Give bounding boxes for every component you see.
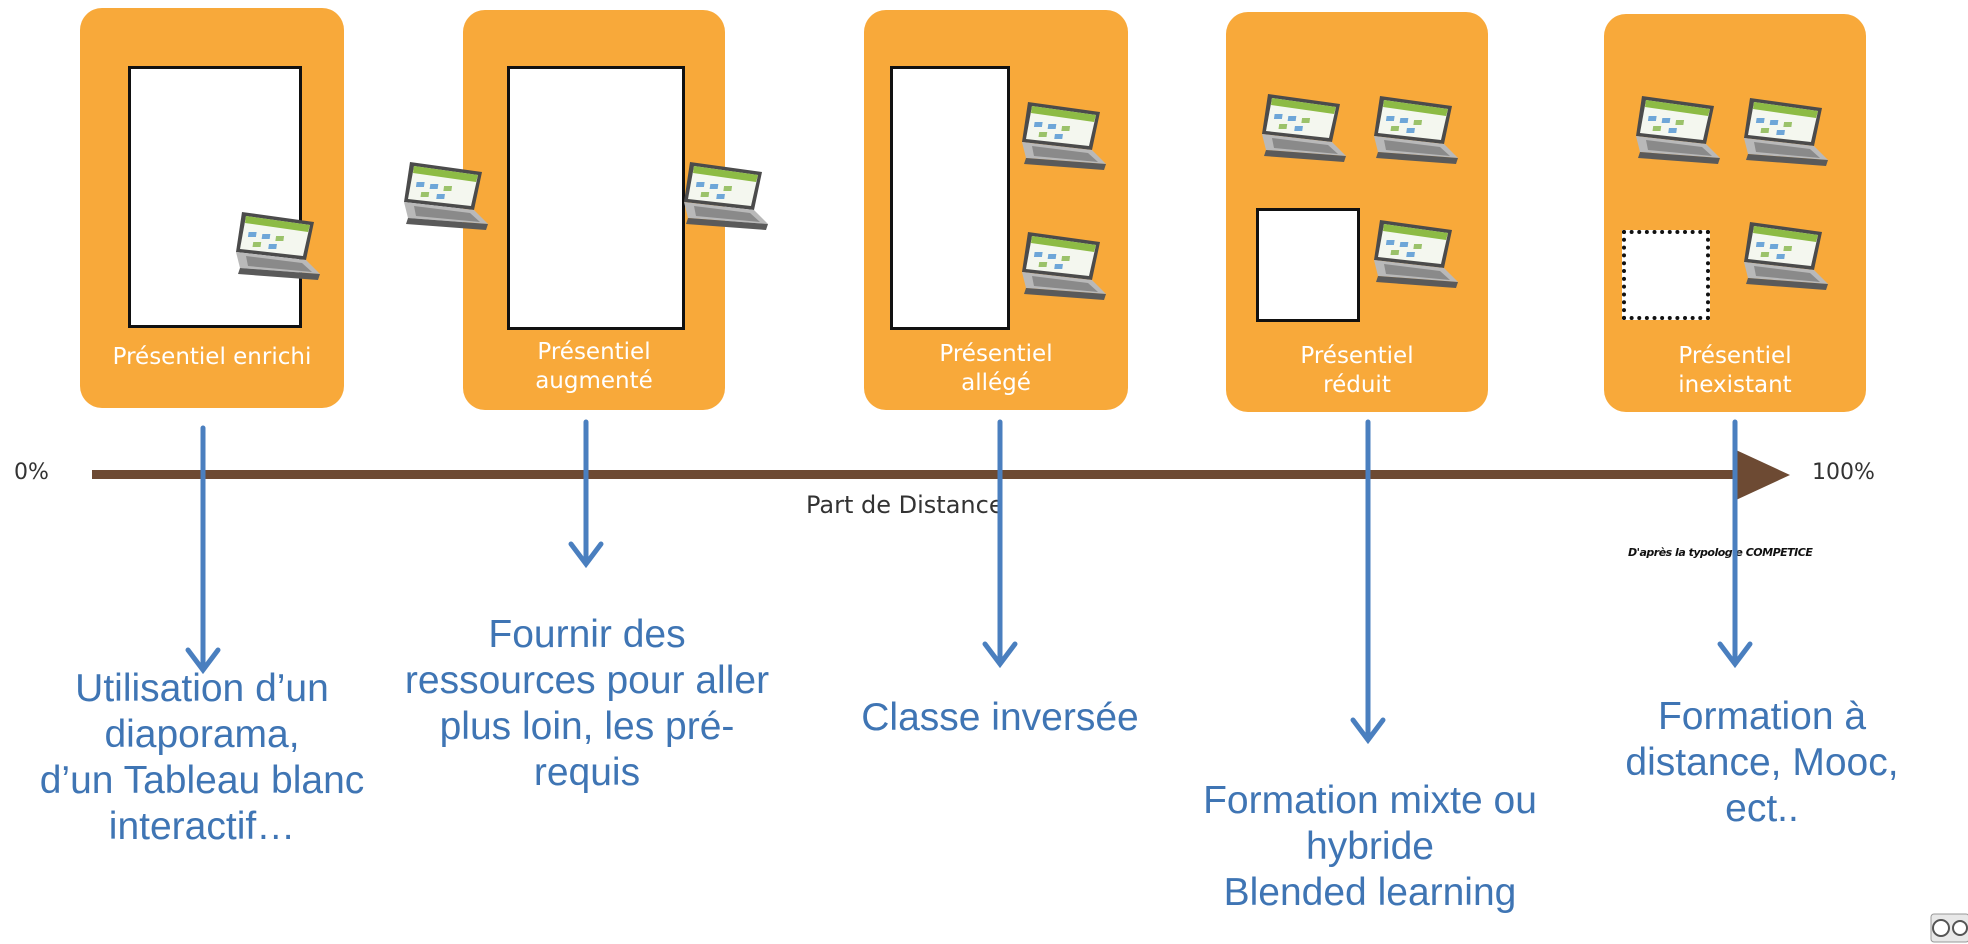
distance-axis [92, 470, 1740, 479]
axis-start-label: 0% [14, 460, 49, 485]
axis-arrowhead [1736, 450, 1790, 500]
classroom-box [890, 66, 1010, 330]
card-label: Présentiel réduit [1300, 343, 1414, 398]
card-presentiel-augmente: Présentiel augmenté [463, 10, 725, 410]
card-presentiel-enrichi: Présentiel enrichi [80, 8, 344, 408]
axis-title: Part de Distance [806, 491, 1004, 519]
description-augmente: Fournir des ressources pour aller plus l… [404, 613, 770, 794]
card-label: Présentiel augmenté [535, 339, 653, 394]
description-inexistant: Formation à distance, Mooc, ect.. [1625, 695, 1899, 830]
classroom-box [1256, 208, 1360, 322]
classroom-box-dotted [1622, 230, 1710, 320]
card-label: Présentiel inexistant [1678, 343, 1792, 398]
source-credit: D'après la typologie COMPETICE [1628, 546, 1813, 559]
arrow-down-icon [185, 425, 221, 675]
arrow-down-icon [1350, 419, 1386, 745]
creative-commons-icon [1930, 913, 1968, 943]
arrow-down-icon [1717, 419, 1753, 669]
arrow-down-icon [982, 419, 1018, 669]
description-enrichi: Utilisation d’un diaporama, d’un Tableau… [39, 667, 365, 848]
classroom-box [128, 66, 302, 328]
card-label: Présentiel enrichi [112, 344, 312, 370]
card-presentiel-reduit: Présentiel réduit [1226, 12, 1488, 412]
axis-end-label: 100% [1812, 460, 1875, 485]
card-presentiel-inexistant: Présentiel inexistant [1604, 14, 1866, 412]
arrow-down-icon [568, 419, 604, 569]
description-reduit: Formation mixte ou hybride Blended learn… [1203, 779, 1537, 914]
classroom-box [507, 66, 685, 330]
description-allege: Classe inversée [861, 696, 1139, 739]
card-label: Présentiel allégé [939, 341, 1053, 396]
card-presentiel-allege: Présentiel allégé [864, 10, 1128, 410]
